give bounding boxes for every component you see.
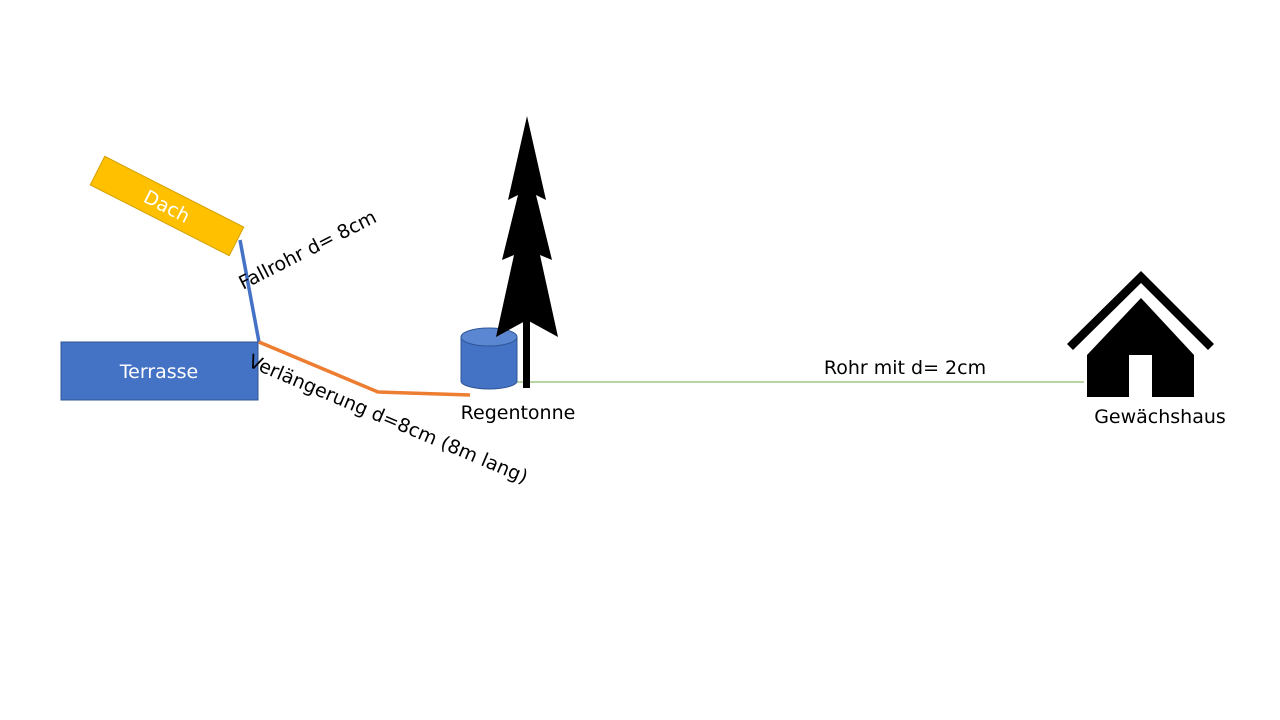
extension-line <box>258 340 471 397</box>
house-body <box>1087 298 1194 397</box>
tree-icon <box>496 116 558 388</box>
barrel-top <box>460 327 518 347</box>
rain-barrel-label: Regentonne <box>461 402 576 424</box>
terrace-shape <box>60 341 259 401</box>
roof: Dach <box>89 155 245 257</box>
barrel-body <box>460 336 518 390</box>
barrel-icon <box>460 327 518 390</box>
downpipe-label: Fallrohr d= 8cm <box>235 206 380 294</box>
pipe-label: Rohr mit d= 2cm <box>824 357 986 379</box>
tree-trunk <box>523 300 530 388</box>
roof-shape <box>89 155 245 257</box>
tree-crown <box>496 116 558 337</box>
terrace-label: Terrasse <box>119 361 199 383</box>
downpipe-line <box>238 239 261 343</box>
house-icon <box>1067 271 1214 397</box>
greenhouse-label: Gewächshaus <box>1094 406 1226 428</box>
